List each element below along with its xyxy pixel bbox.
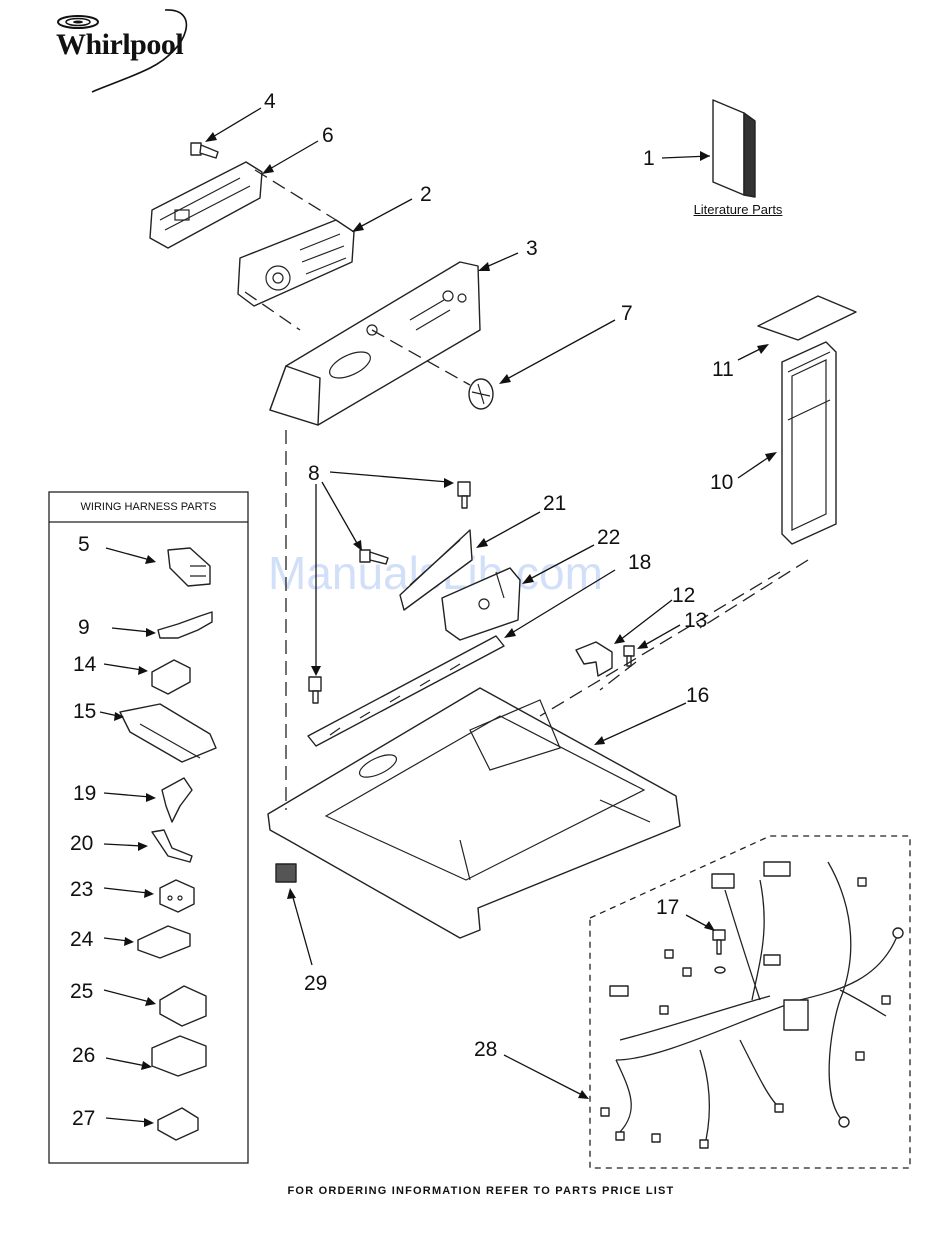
screw-17	[713, 930, 725, 973]
callout-3: 3	[526, 237, 538, 260]
callout-10: 10	[710, 471, 733, 494]
leader-7	[505, 320, 615, 380]
leader-29	[292, 894, 312, 965]
harness-part-icons	[120, 548, 216, 1140]
callout-4: 4	[264, 90, 276, 113]
leader-6	[268, 141, 318, 170]
callout-13: 13	[684, 609, 707, 632]
callout-21: 21	[543, 492, 566, 515]
callout-5: 5	[78, 533, 90, 556]
lid-frame-10	[782, 342, 836, 544]
screw-4	[191, 143, 218, 158]
lid-panel-11	[758, 296, 856, 340]
callout-20: 20	[70, 832, 93, 855]
leader-4	[211, 108, 261, 138]
callout-2: 2	[420, 183, 432, 206]
literature-parts-label: Literature Parts	[678, 202, 798, 217]
callout-15: 15	[73, 700, 96, 723]
leader-8a	[330, 472, 448, 482]
callout-18: 18	[628, 551, 651, 574]
callout-14: 14	[73, 653, 97, 676]
callout-1: 1	[643, 147, 655, 170]
leader-8b	[322, 482, 358, 545]
callout-23: 23	[70, 878, 93, 901]
foot-29	[276, 864, 296, 882]
leader-2	[358, 199, 412, 228]
callout-17: 17	[656, 896, 679, 919]
knob-7	[469, 379, 493, 409]
main-wire-harness-28	[601, 862, 903, 1148]
leader-3	[484, 253, 518, 268]
lid-lock-12	[576, 642, 612, 676]
console-bracket-6	[150, 162, 262, 248]
leader-21	[482, 512, 540, 544]
callout-7: 7	[621, 302, 633, 325]
callout-26: 26	[72, 1044, 95, 1067]
callout-9: 9	[78, 616, 90, 639]
leader-22	[528, 545, 594, 580]
callout-6: 6	[322, 124, 334, 147]
callout-16: 16	[686, 684, 709, 707]
callout-19: 19	[73, 782, 96, 805]
callout-22: 22	[597, 526, 620, 549]
leader-28	[504, 1055, 584, 1096]
harness-box-title: WIRING HARNESS PARTS	[49, 492, 248, 522]
callout-8: 8	[308, 462, 320, 485]
console-panel-3	[270, 262, 480, 425]
callout-27: 27	[72, 1107, 95, 1130]
callout-29: 29	[304, 972, 327, 995]
callout-24: 24	[70, 928, 94, 951]
harness-leaders	[100, 548, 156, 1127]
callout-12: 12	[672, 584, 695, 607]
leader-16	[600, 703, 686, 742]
callout-28: 28	[474, 1038, 497, 1061]
leader-10	[738, 455, 772, 478]
switch-assembly-22	[442, 568, 520, 640]
callout-11: 11	[712, 358, 734, 381]
control-board-2	[238, 220, 354, 306]
callout-25: 25	[70, 980, 93, 1003]
ordering-footer: FOR ORDERING INFORMATION REFER TO PARTS …	[0, 1185, 950, 1197]
literature-booklet	[713, 100, 755, 197]
